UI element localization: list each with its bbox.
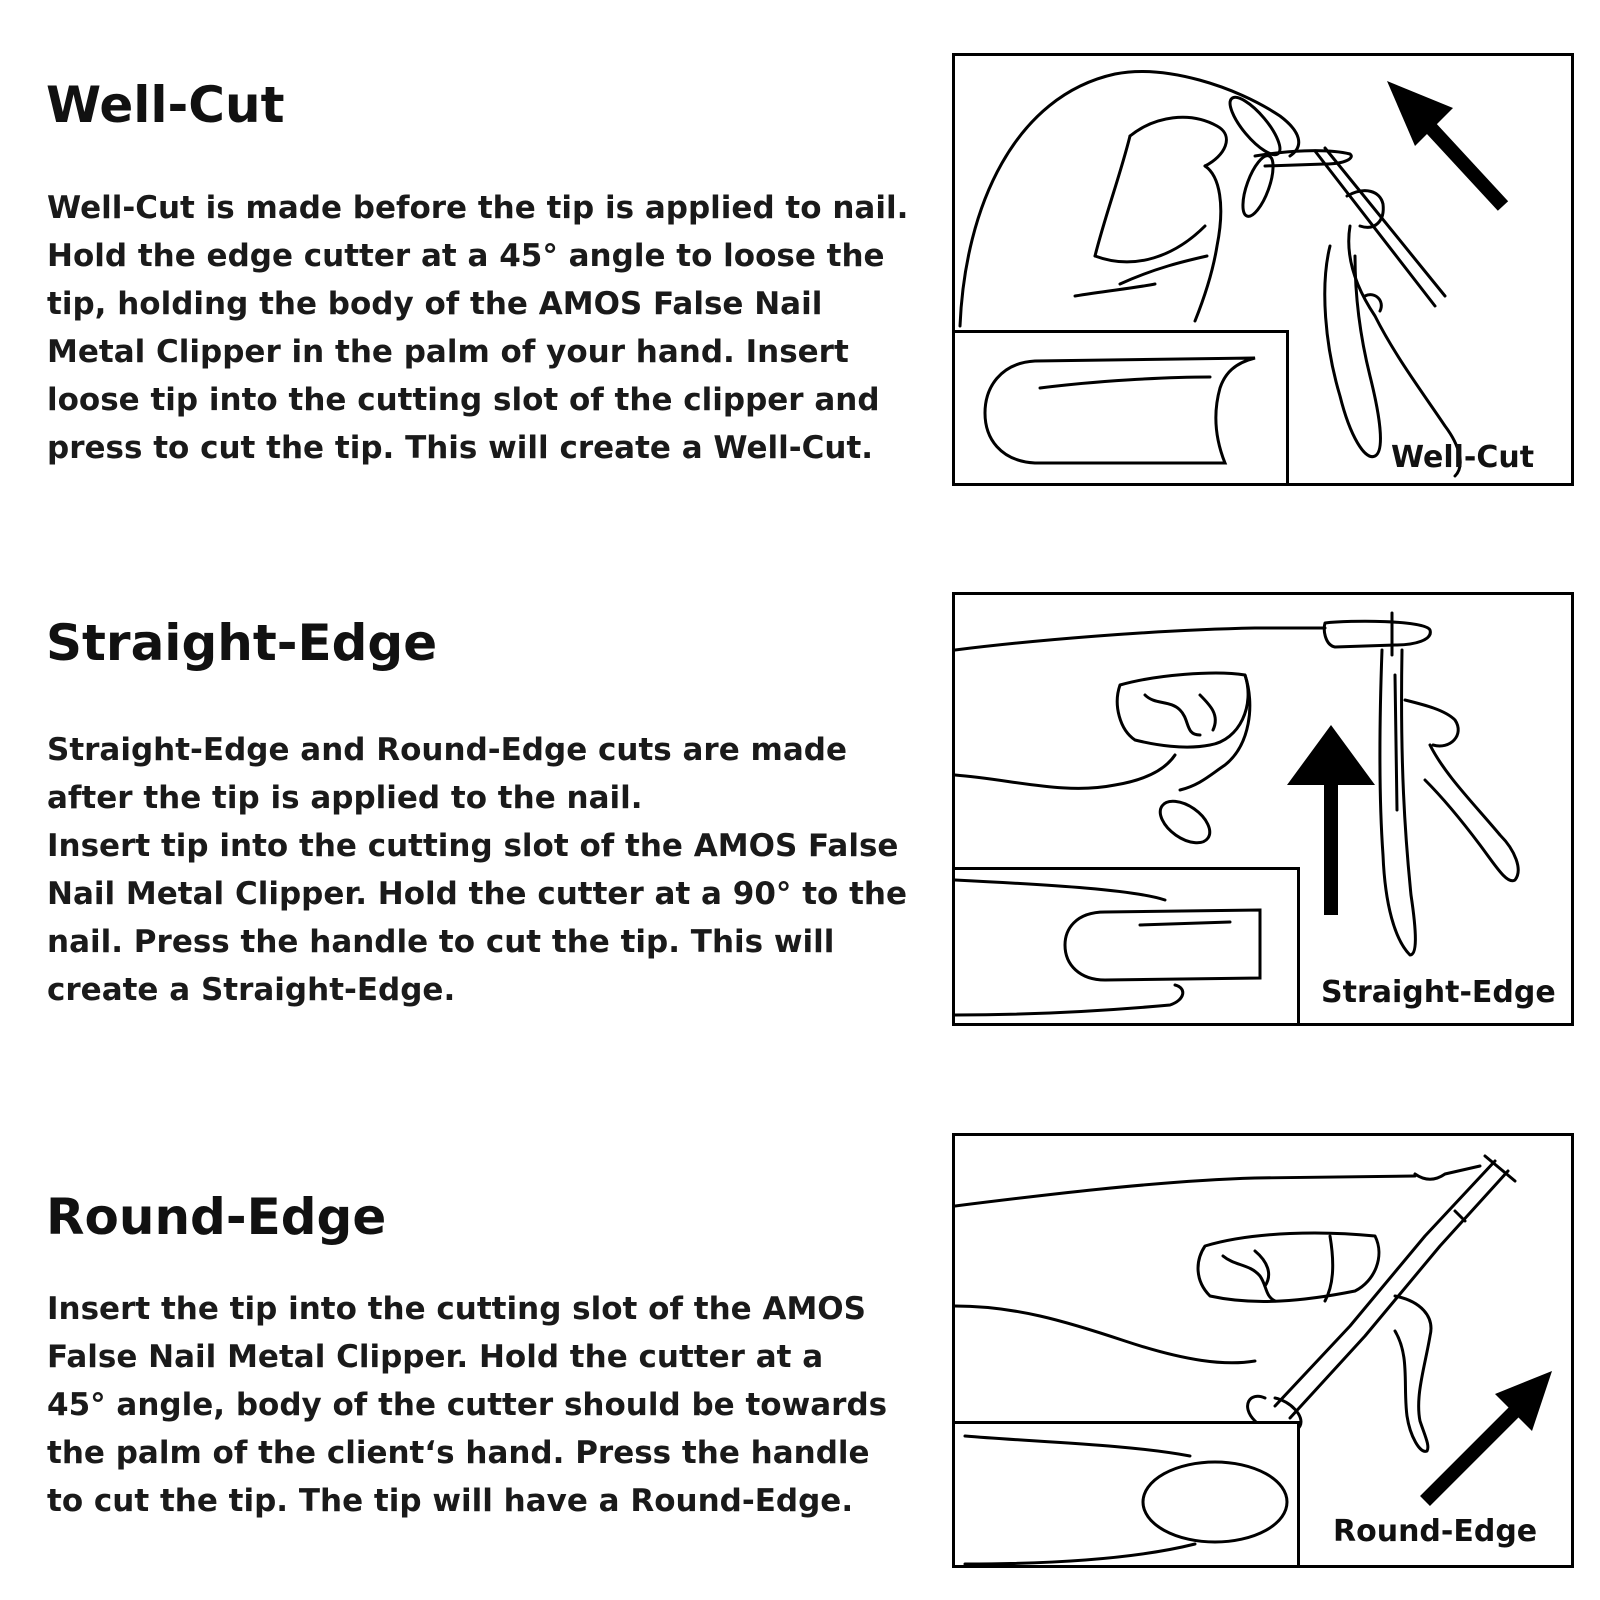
body-line: Well-Cut is made before the tip is appli… [47, 190, 909, 226]
round-edge-title: Round-Edge [46, 1188, 387, 1246]
hand-clipper-drawing [958, 70, 1462, 478]
well-cut-caption: Well-Cut [1391, 440, 1535, 475]
body-line: press to cut the tip. This will create a… [47, 430, 874, 466]
straight-edge-title: Straight-Edge [46, 614, 438, 672]
nail-tip-shape [983, 356, 1256, 465]
nail-tip-shape [955, 878, 1262, 1017]
round-edge-nail-inset [955, 1421, 1300, 1565]
body-line: Insert tip into the cutting slot of the … [47, 828, 899, 864]
straight-edge-description: Straight-Edge and Round-Edge cuts are ma… [47, 726, 907, 1014]
round-edge-caption: Round-Edge [1333, 1514, 1538, 1549]
round-edge-description: Insert the tip into the cutting slot of … [47, 1285, 887, 1525]
body-line: nail. Press the handle to cut the tip. T… [47, 924, 835, 960]
body-line: to cut the tip. The tip will have a Roun… [47, 1483, 854, 1519]
body-line: tip, holding the body of the AMOS False … [47, 286, 823, 322]
body-line: Metal Clipper in the palm of your hand. … [47, 334, 849, 370]
well-cut-nail-inset [955, 330, 1289, 483]
round-edge-illustration: Round-Edge [952, 1133, 1574, 1568]
arrow-up-right-icon [1420, 1371, 1552, 1506]
body-line: create a Straight-Edge. [47, 972, 456, 1008]
body-line: after the tip is applied to the nail. [47, 780, 643, 816]
well-cut-description: Well-Cut is made before the tip is appli… [47, 184, 908, 472]
well-cut-title: Well-Cut [46, 76, 285, 134]
body-line: Hold the edge cutter at a 45° angle to l… [47, 238, 885, 274]
body-line: Straight-Edge and Round-Edge cuts are ma… [47, 732, 847, 768]
nail-tip-shape [963, 1434, 1289, 1565]
hand-clipper-drawing [955, 611, 1520, 957]
straight-edge-caption: Straight-Edge [1321, 975, 1556, 1010]
body-line: Nail Metal Clipper. Hold the cutter at a… [47, 876, 908, 912]
body-line: False Nail Metal Clipper. Hold the cutte… [47, 1339, 824, 1375]
straight-edge-illustration: Straight-Edge [952, 592, 1574, 1026]
body-line: 45° angle, body of the cutter should be … [47, 1387, 888, 1423]
body-line: the palm of the client‘s hand. Press the… [47, 1435, 870, 1471]
body-line: loose tip into the cutting slot of the c… [47, 382, 880, 418]
arrow-up-left-icon [1387, 81, 1509, 211]
body-line: Insert the tip into the cutting slot of … [47, 1291, 866, 1327]
straight-edge-nail-inset [955, 867, 1300, 1023]
arrow-up-icon [1287, 725, 1375, 915]
well-cut-illustration: Well-Cut [952, 53, 1574, 486]
hand-clipper-drawing [955, 1154, 1517, 1453]
